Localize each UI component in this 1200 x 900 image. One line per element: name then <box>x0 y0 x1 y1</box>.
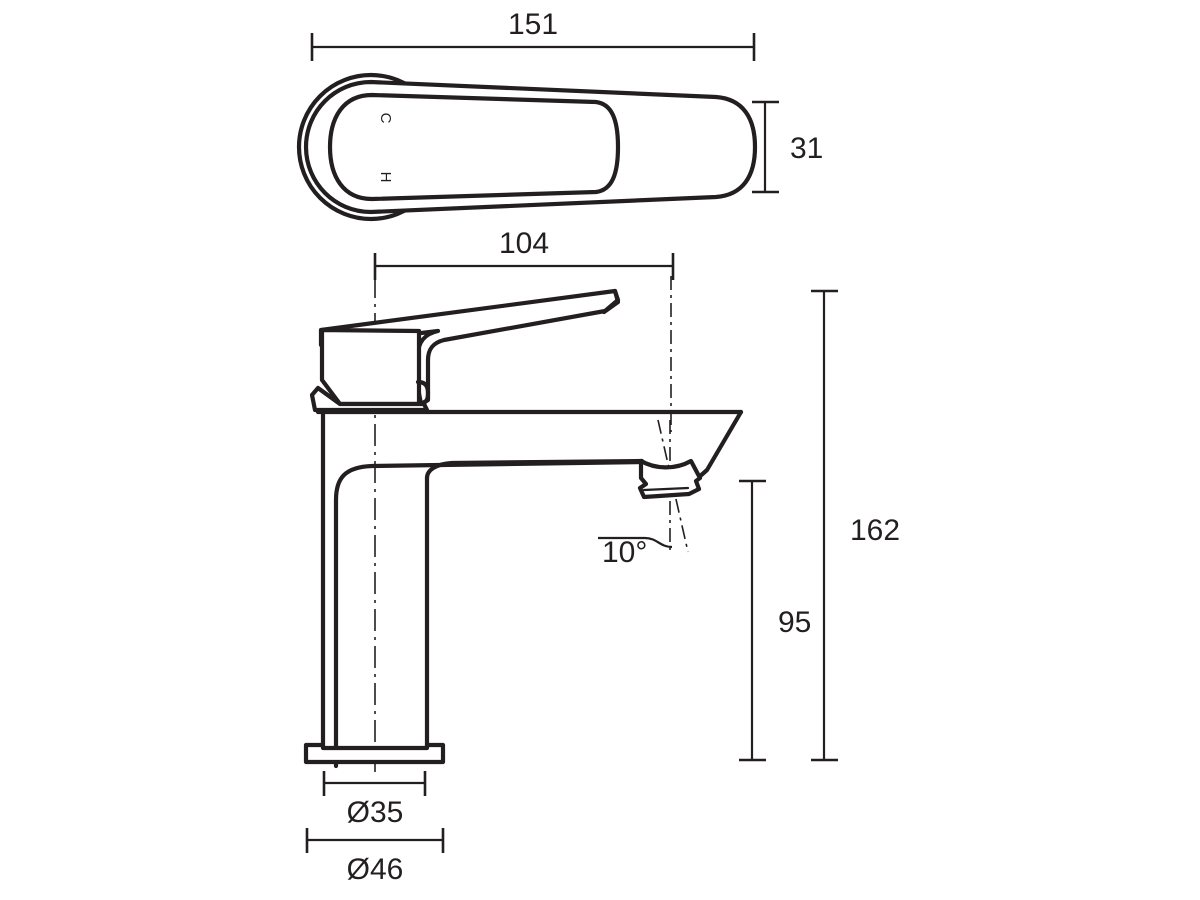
angle-annotation-10deg: 10° <box>598 536 673 569</box>
cold-label: C <box>377 113 394 124</box>
dimension-10deg-label: 10° <box>602 536 647 569</box>
dimension-162-label: 162 <box>850 514 900 547</box>
dimension-95: 95 <box>739 479 811 762</box>
dimension-dia46-label: Ø46 <box>347 853 404 886</box>
aerator-outlet-housing <box>637 458 703 500</box>
spout-lower-profile <box>333 459 645 769</box>
dimension-dia35-label: Ø35 <box>347 796 404 829</box>
dimension-162: 162 <box>811 289 900 762</box>
dimension-104-label: 104 <box>499 227 549 260</box>
handle-base-skirt <box>309 385 430 413</box>
base-flange <box>303 742 446 765</box>
cold-marking-group: C <box>377 113 394 124</box>
dimension-31-label: 31 <box>790 132 823 165</box>
side-view-group: 104 <box>303 227 900 886</box>
spout-upper-outer-profile <box>695 409 744 481</box>
hot-label: H <box>377 172 394 183</box>
cartridge-housing-block <box>319 327 422 407</box>
dimension-31: 31 <box>752 100 823 194</box>
dimension-dia35: Ø35 <box>322 771 427 829</box>
hot-marking-group: H <box>377 172 394 183</box>
dimension-95-label: 95 <box>778 606 811 639</box>
handle-tip-bevel <box>601 288 621 315</box>
dimension-151-label: 151 <box>508 8 558 41</box>
dimension-104: 104 <box>373 227 675 280</box>
dimension-dia46: Ø46 <box>305 828 445 886</box>
top-view-group: 151 31 C H <box>296 8 823 222</box>
top-view-handle-inner-outline <box>327 92 621 202</box>
angle-leader-line <box>598 536 673 549</box>
dimension-151: 151 <box>310 8 756 61</box>
spout-arm-underside <box>424 458 645 481</box>
aerator-inner-line <box>642 486 690 492</box>
